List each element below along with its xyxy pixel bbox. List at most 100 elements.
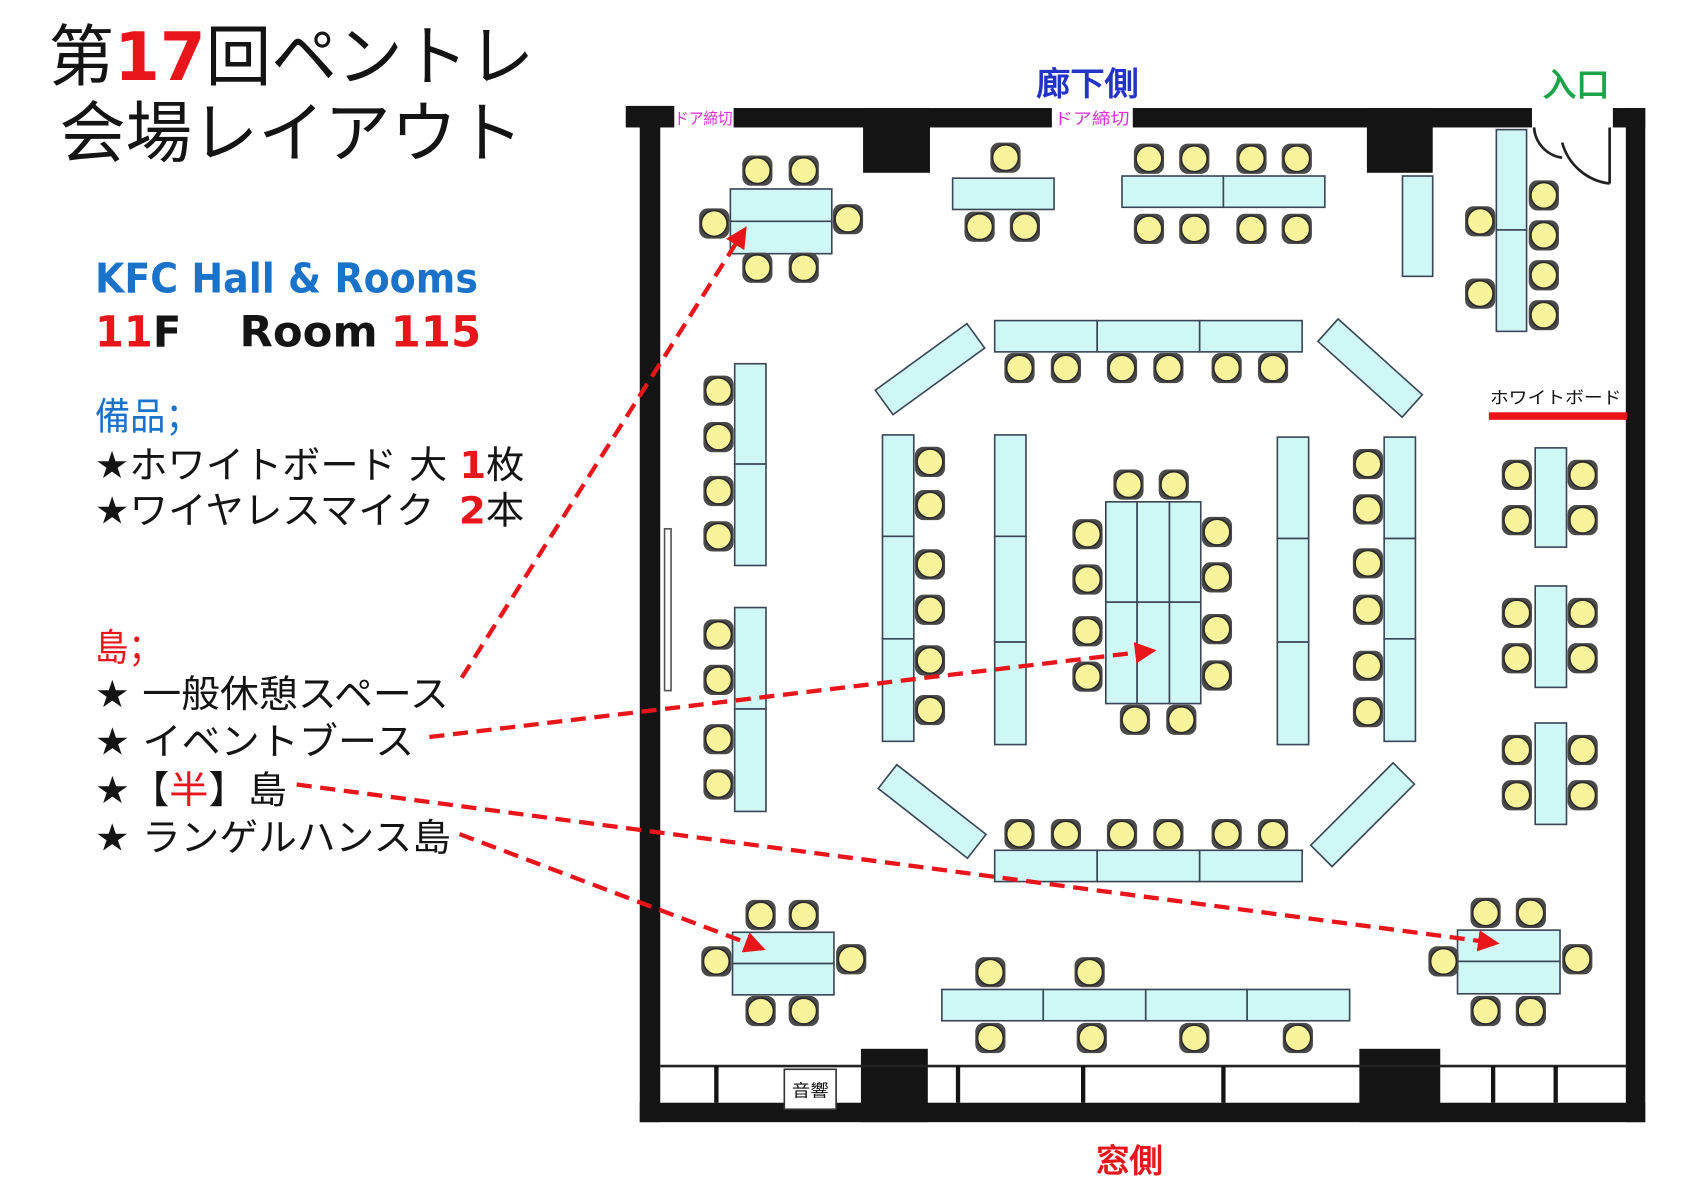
chair-seat bbox=[1203, 661, 1231, 690]
chair bbox=[742, 252, 773, 283]
chair-seat bbox=[1429, 947, 1458, 976]
chair bbox=[1201, 660, 1233, 691]
page-title-line-2: 会場レイアウト bbox=[59, 95, 523, 173]
chair-seat bbox=[1212, 354, 1241, 382]
chair-seat bbox=[1354, 698, 1382, 727]
wall-left bbox=[639, 108, 661, 1123]
chair-seat bbox=[704, 770, 733, 799]
table bbox=[993, 641, 1027, 746]
equipment-item-whiteboard: ★ホワイトボード 大 1枚 bbox=[95, 443, 524, 487]
chair-seat bbox=[916, 448, 944, 476]
chair bbox=[1179, 213, 1210, 244]
chair bbox=[1211, 819, 1242, 850]
door-closed-label-center: ドア締切 bbox=[1054, 109, 1130, 128]
chair-seat bbox=[1212, 820, 1241, 848]
chair bbox=[914, 645, 946, 676]
chair-seat bbox=[743, 253, 772, 282]
chair-seat bbox=[1180, 1024, 1209, 1052]
chair-seat bbox=[1135, 144, 1163, 173]
table bbox=[1495, 128, 1528, 231]
chair bbox=[788, 995, 819, 1027]
arrow-langerhans-island bbox=[458, 832, 766, 953]
chair bbox=[788, 899, 819, 931]
arrow-half-island bbox=[296, 782, 1500, 952]
equipment-heading: 備品； bbox=[95, 395, 201, 439]
table bbox=[1383, 537, 1417, 640]
chair-seat bbox=[1530, 261, 1558, 290]
chair-seat bbox=[789, 253, 818, 282]
chair-seat bbox=[1568, 506, 1597, 534]
floor-suffix: F bbox=[153, 307, 181, 357]
chair bbox=[703, 375, 734, 406]
table bbox=[1222, 175, 1326, 209]
chair-seat bbox=[743, 156, 772, 185]
chair bbox=[1257, 352, 1289, 384]
chair bbox=[1201, 562, 1233, 593]
page-title-line-1: 第17回ペントレ bbox=[49, 18, 534, 96]
chair-seat bbox=[1203, 518, 1231, 546]
window-mullion bbox=[1221, 1066, 1226, 1103]
chair-seat bbox=[1568, 781, 1597, 810]
chair bbox=[1072, 564, 1103, 595]
table-diagonal bbox=[874, 322, 986, 416]
chair bbox=[1158, 469, 1189, 500]
chair bbox=[699, 208, 730, 239]
chair-seat bbox=[1135, 215, 1163, 243]
chair bbox=[1281, 213, 1312, 244]
equipment-item-text: ★ホワイトボード 大 bbox=[95, 443, 460, 487]
chair bbox=[1567, 734, 1598, 766]
chair-seat bbox=[1568, 644, 1597, 673]
chair bbox=[703, 421, 734, 453]
chair-seat bbox=[976, 958, 1005, 987]
chair-seat bbox=[1517, 997, 1545, 1025]
chair-seat bbox=[976, 1024, 1005, 1052]
chair-seat bbox=[1530, 301, 1558, 329]
chair bbox=[1282, 1022, 1313, 1054]
chair bbox=[701, 946, 732, 977]
equipment-item-unit: 枚 bbox=[486, 443, 524, 487]
chair bbox=[914, 594, 946, 625]
table bbox=[1121, 175, 1225, 209]
equipment-item-microphone: ★ワイヤレスマイク 2本 bbox=[95, 488, 524, 532]
chair-seat bbox=[1259, 354, 1287, 382]
chair bbox=[703, 664, 734, 695]
equipment-item-text: ★ワイヤレスマイク bbox=[95, 488, 459, 532]
table bbox=[1456, 929, 1561, 963]
chair bbox=[703, 521, 734, 552]
table bbox=[733, 606, 767, 710]
chair-seat bbox=[916, 696, 944, 724]
chair-seat bbox=[1167, 705, 1196, 734]
whiteboard-label: ホワイトボード bbox=[1490, 389, 1622, 409]
chair-seat bbox=[704, 522, 733, 551]
chair-seat bbox=[1471, 997, 1500, 1025]
chair bbox=[1465, 206, 1496, 237]
island-item-prefix: ★【 bbox=[95, 768, 169, 812]
chair-seat bbox=[1121, 705, 1149, 734]
chair-seat bbox=[1503, 506, 1531, 534]
chair bbox=[1428, 946, 1459, 977]
chair bbox=[1236, 143, 1267, 174]
chair bbox=[1106, 819, 1138, 850]
chair bbox=[1567, 505, 1598, 536]
room-walls bbox=[625, 105, 1646, 1123]
table-diagonal bbox=[1316, 317, 1424, 419]
entrance-label: 入口 bbox=[1543, 66, 1610, 104]
chair bbox=[1567, 780, 1598, 811]
chair-seat bbox=[789, 156, 818, 185]
table bbox=[1198, 849, 1303, 883]
table bbox=[729, 188, 833, 223]
chair-seat bbox=[1471, 899, 1500, 927]
chair-seat bbox=[1073, 520, 1102, 548]
chair-seat bbox=[1354, 450, 1382, 478]
chair bbox=[1562, 944, 1593, 975]
chair-seat bbox=[1073, 565, 1102, 594]
table bbox=[1168, 601, 1202, 705]
chair bbox=[975, 1022, 1006, 1054]
chair bbox=[788, 252, 819, 283]
table bbox=[1168, 501, 1202, 603]
equipment-item-count: 2 bbox=[459, 488, 486, 532]
chair bbox=[1470, 995, 1501, 1027]
chair bbox=[1352, 650, 1384, 681]
chair-seat bbox=[1563, 945, 1592, 974]
